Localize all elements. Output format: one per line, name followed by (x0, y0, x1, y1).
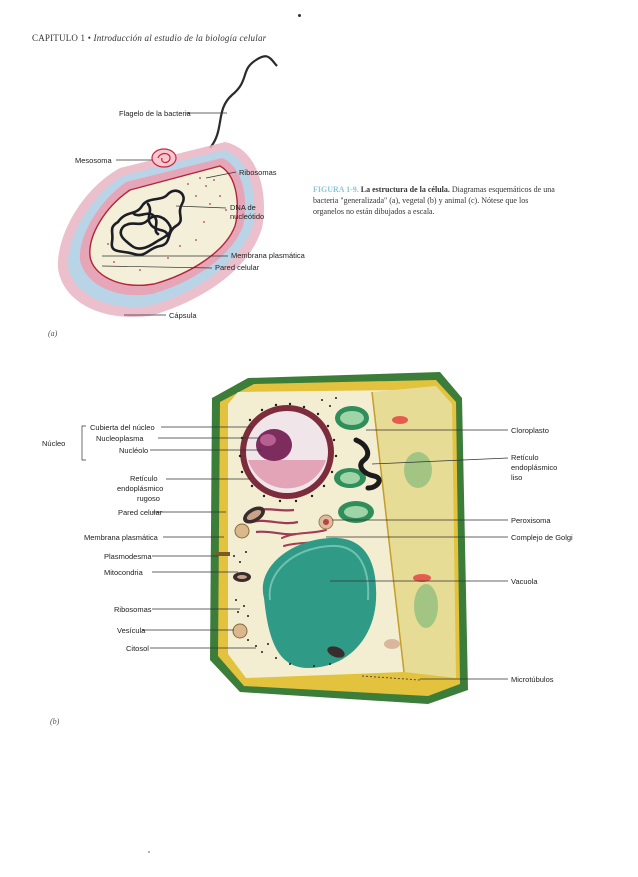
label-ribosomas-b: Ribosomas (114, 605, 152, 614)
label-pared-b: Pared celular (118, 508, 163, 517)
label-reticulo-rugoso-3: rugoso (137, 494, 160, 503)
label-plasmodesma: Plasmodesma (104, 552, 152, 561)
label-membrana-a: Membrana plasmática (231, 251, 306, 260)
label-membrana-b: Membrana plasmática (84, 533, 159, 542)
label-microtubulos: Microtúbulos (511, 675, 554, 684)
label-cloroplasto: Cloroplasto (511, 426, 549, 435)
label-dna-2: nucleótido (230, 212, 264, 221)
label-citosol: Citosol (126, 644, 149, 653)
label-capsula: Cápsula (169, 311, 197, 320)
mesosome (152, 149, 176, 167)
plasmodesma (216, 552, 230, 556)
label-nucleolo: Nucléolo (119, 446, 148, 455)
label-vacuola: Vacuola (511, 577, 538, 586)
panel-b-label: (b) (50, 717, 60, 726)
label-peroxisoma: Peroxisoma (511, 516, 551, 525)
plant-cell-illustration (210, 372, 468, 704)
label-reticulo-liso-3: liso (511, 473, 522, 482)
label-cubierta: Cubierta del núcleo (90, 423, 155, 432)
label-reticulo-liso-1: Retículo (511, 453, 539, 462)
label-reticulo-rugoso-1: Retículo (130, 474, 158, 483)
label-ribosomas-a: Ribosomas (239, 168, 277, 177)
label-mitocondria: Mitocondria (104, 568, 144, 577)
label-golgi: Complejo de Golgi (511, 533, 573, 542)
label-reticulo-rugoso-2: endoplásmico (117, 484, 163, 493)
label-nucleo-group: Núcleo (42, 439, 65, 448)
label-reticulo-liso-2: endoplásmico (511, 463, 557, 472)
label-pared-a: Pared celular (215, 263, 260, 272)
label-flagelo: Flagelo de la bacteria (119, 109, 192, 118)
flagellum-shape (210, 56, 277, 148)
label-vesicula: Vesícula (117, 626, 146, 635)
label-mesosoma: Mesosoma (75, 156, 113, 165)
nucleo-brace (82, 426, 86, 460)
label-nucleoplasma: Nucleoplasma (96, 434, 144, 443)
nucleus (240, 405, 334, 499)
footer-mark (148, 851, 150, 853)
label-dna-1: DNA de (230, 203, 256, 212)
panel-a-label: (a) (48, 329, 58, 338)
bacterium-illustration (58, 56, 277, 317)
